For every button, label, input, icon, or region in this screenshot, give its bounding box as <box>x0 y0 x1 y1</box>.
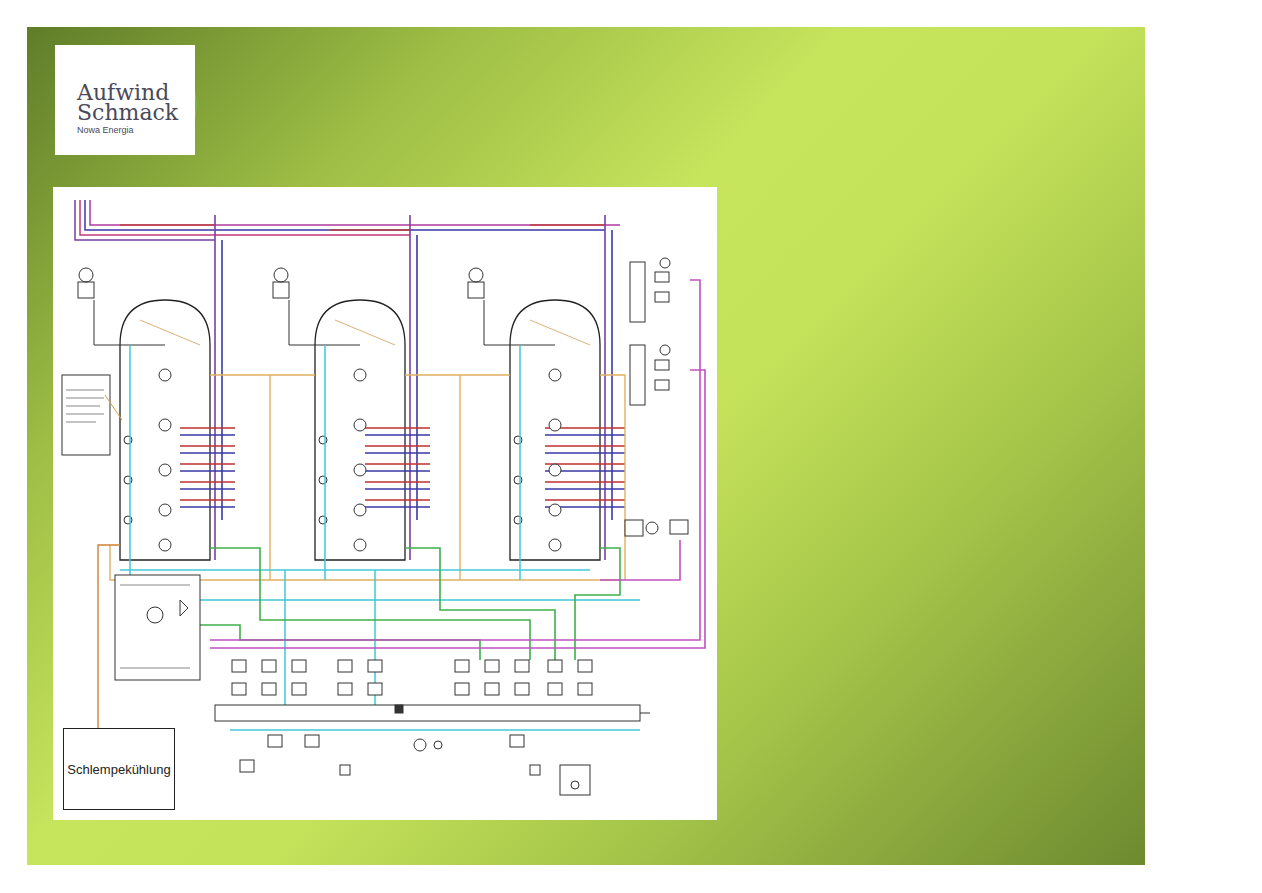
process-box: Schlempekühlung <box>63 728 175 810</box>
box-label: Schlempekühlung <box>67 762 170 777</box>
logo-box: Aufwind SchmackNowa Energia <box>55 45 195 155</box>
logo-text: Aufwind Schmack <box>77 83 172 123</box>
logo-text: Nowa Energia <box>77 125 177 136</box>
